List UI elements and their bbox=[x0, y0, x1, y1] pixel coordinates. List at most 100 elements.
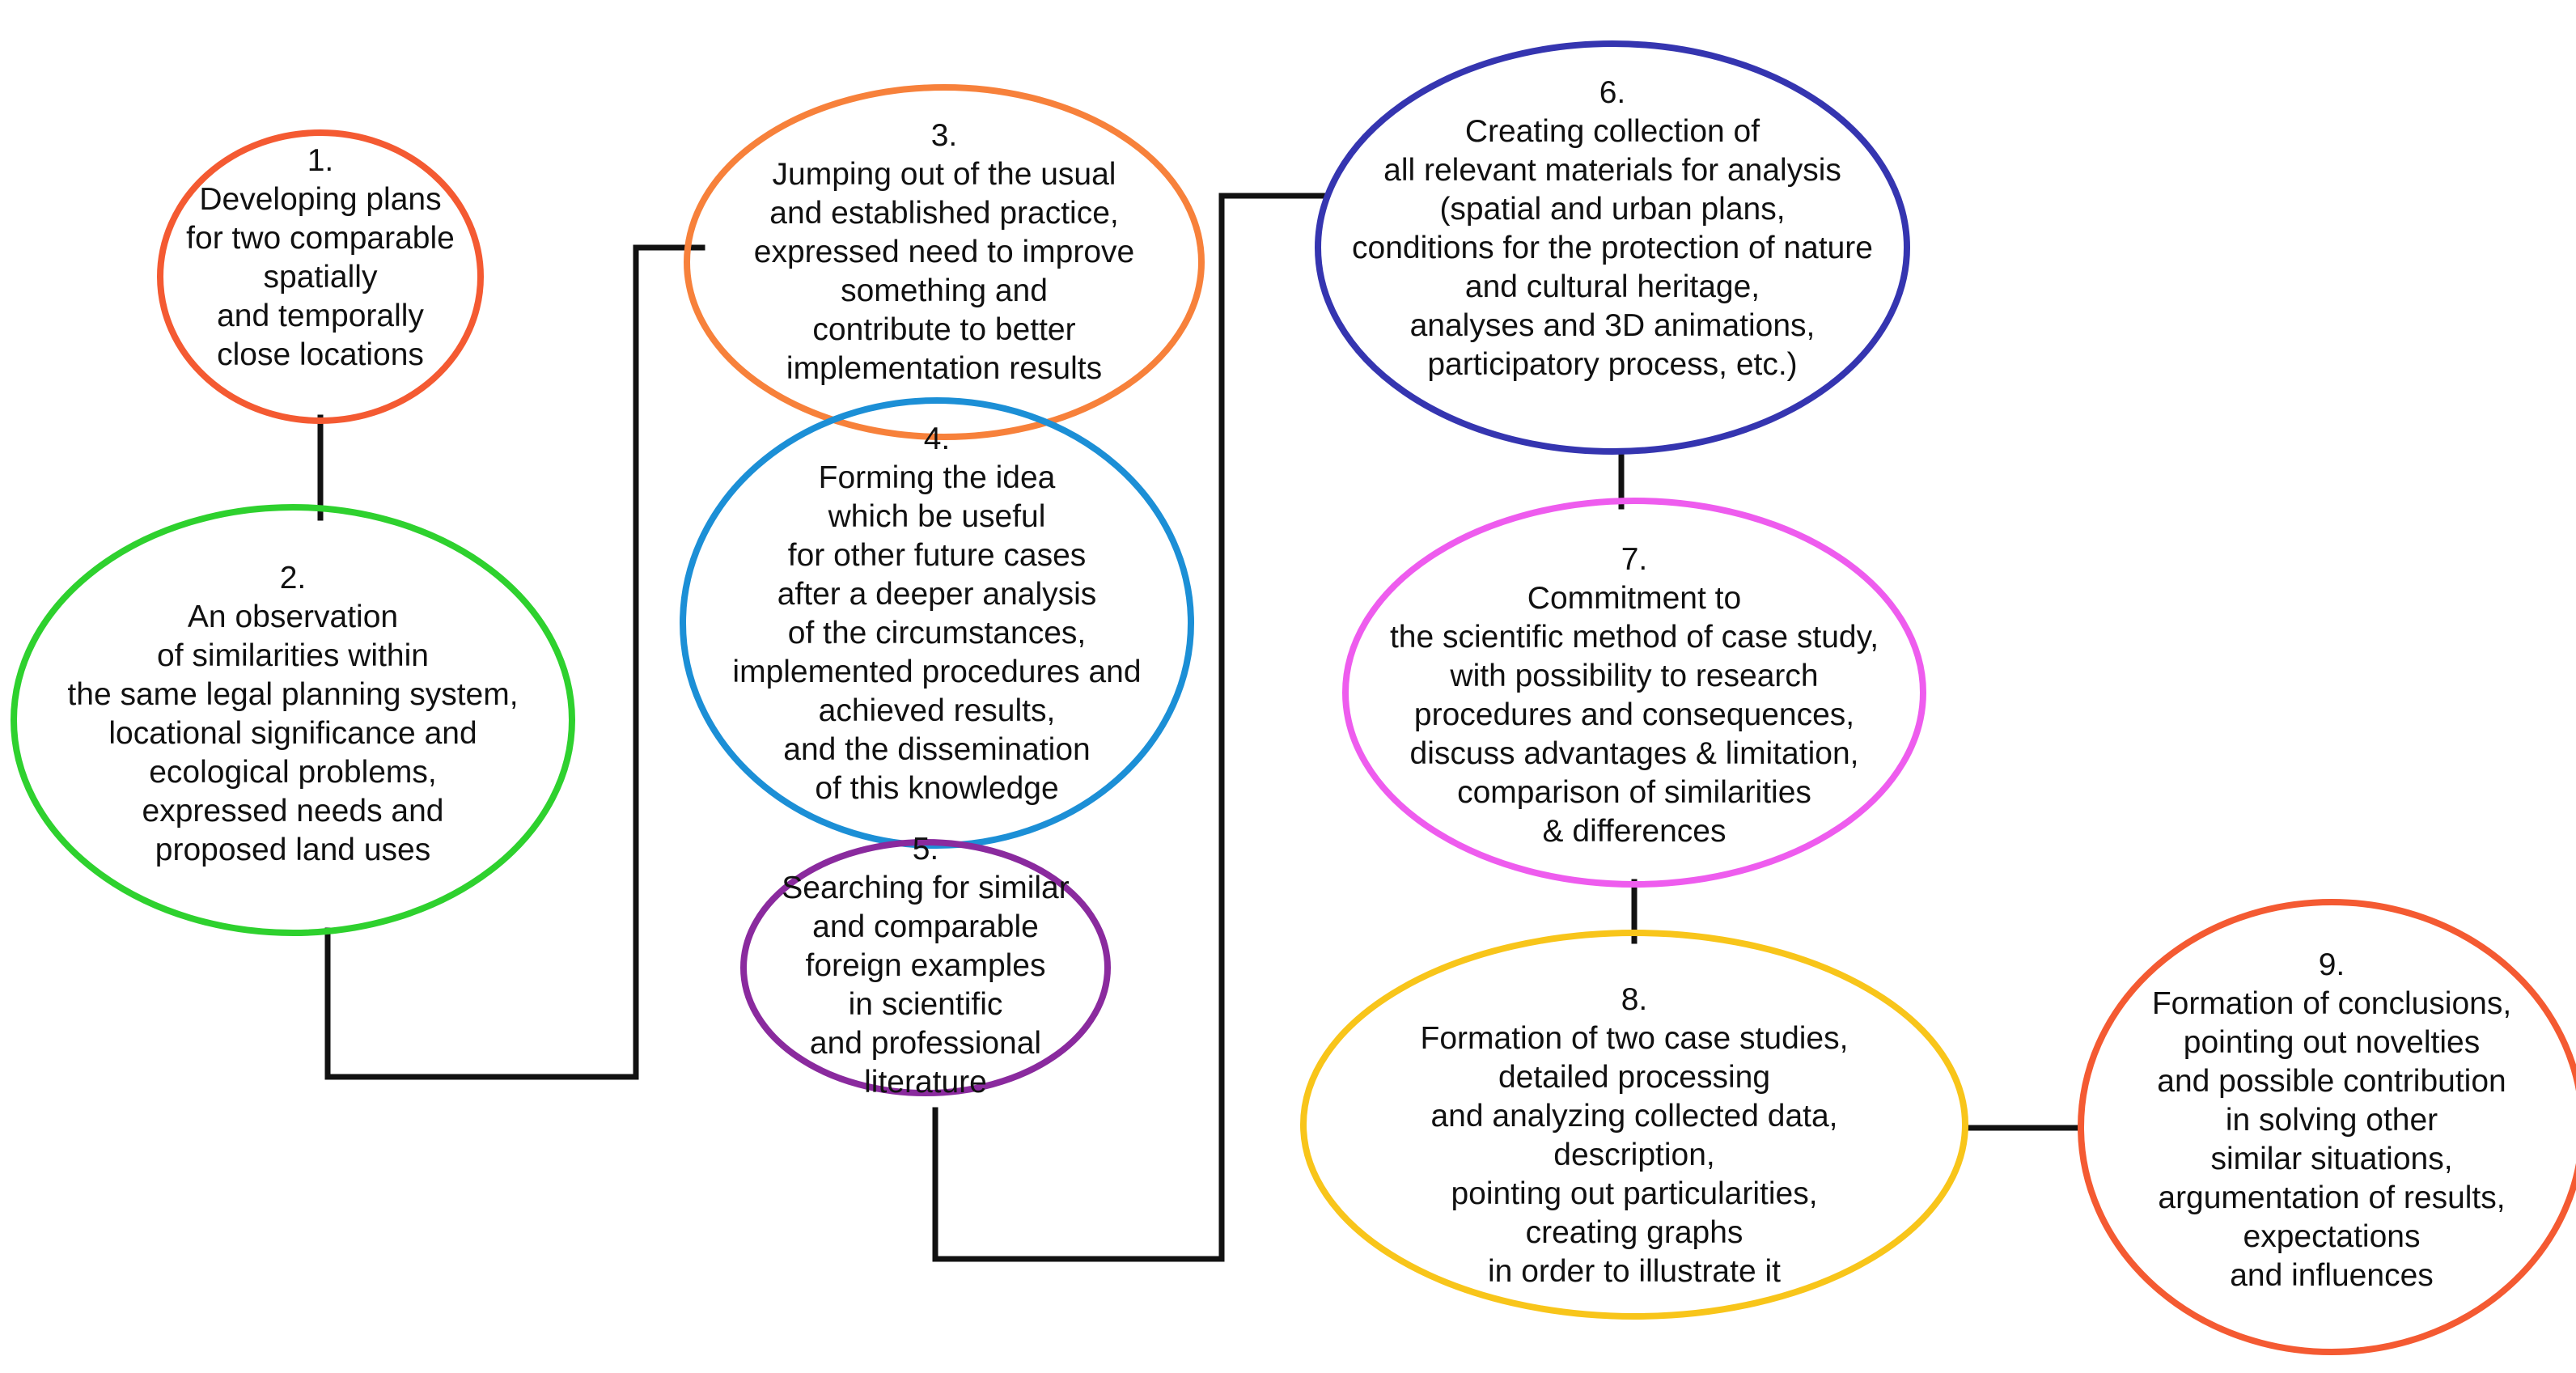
node-4-line: Forming the idea bbox=[819, 460, 1056, 495]
node-9-line: Formation of conclusions, bbox=[2152, 986, 2511, 1021]
node-6-line: analyses and 3D animations, bbox=[1410, 308, 1815, 343]
connectors bbox=[317, 193, 2083, 1262]
node-7-line: procedures and consequences, bbox=[1414, 697, 1854, 732]
node-9-line: pointing out novelties bbox=[2184, 1025, 2480, 1060]
node-9: 9. Formation of conclusions, pointing out … bbox=[2078, 899, 2576, 1355]
node-5-line: foreign examples bbox=[806, 948, 1046, 983]
node-9-label: 9. Formation of conclusions, pointing out … bbox=[2152, 947, 2511, 1293]
node-4-line: for other future cases bbox=[788, 538, 1087, 573]
node-5-line: and comparable bbox=[812, 909, 1039, 944]
node-6-line: (spatial and urban plans, bbox=[1439, 192, 1785, 227]
node-3-line: and established practice, bbox=[769, 196, 1118, 231]
node-4: 4. Forming the idea which be useful for oth… bbox=[680, 397, 1194, 849]
node-5-line: 5. bbox=[913, 832, 939, 867]
node-1: 1. Developing plans for two comparable spat… bbox=[157, 129, 484, 424]
node-3-ellipse bbox=[684, 84, 1205, 440]
node-2-line: An observation bbox=[188, 600, 398, 634]
node-6-line: conditions for the protection of nature bbox=[1352, 231, 1873, 265]
node-5-line: Searching for similar bbox=[782, 871, 1069, 905]
node-4-line: implemented procedures and bbox=[732, 655, 1141, 689]
node-8-line: and analyzing collected data, bbox=[1430, 1099, 1837, 1134]
node-1-label: 1. Developing plans for two comparable spat… bbox=[186, 143, 455, 372]
node-3-line: 3. bbox=[931, 118, 958, 153]
node-6-line: participatory process, etc.) bbox=[1427, 347, 1797, 382]
node-4-line: and the dissemination bbox=[783, 732, 1090, 767]
node-8-label: 8. Formation of two case studies, detailed… bbox=[1421, 982, 1849, 1289]
node-8-ellipse bbox=[1300, 930, 1968, 1320]
node-1-line: 1. bbox=[307, 143, 334, 178]
node-1-line: and temporally bbox=[217, 299, 424, 333]
node-4-line: of the circumstances, bbox=[788, 616, 1086, 650]
node-1-line: Developing plans bbox=[199, 182, 441, 217]
node-2-ellipse bbox=[11, 504, 575, 936]
node-2-line: 2. bbox=[280, 561, 307, 595]
node-2: 2. An observation of similarities within th… bbox=[11, 504, 575, 936]
node-7-label: 7. Commitment to the scientific method of … bbox=[1390, 542, 1879, 849]
node-8-line: creating graphs bbox=[1526, 1215, 1743, 1250]
node-3-line: implementation results bbox=[786, 351, 1102, 386]
node-3-label: 3. Jumping out of the usual and establishe… bbox=[754, 118, 1134, 386]
node-1-line: for two comparable bbox=[186, 221, 455, 256]
node-1-ellipse bbox=[157, 129, 484, 424]
node-8-line: 8. bbox=[1621, 982, 1648, 1017]
connector-5-6 bbox=[932, 193, 1330, 1262]
node-7-line: 7. bbox=[1621, 542, 1648, 577]
node-7-line: & differences bbox=[1543, 814, 1727, 849]
node-8-line: Formation of two case studies, bbox=[1421, 1021, 1849, 1056]
node-5: 5. Searching for similar and comparable for… bbox=[740, 832, 1111, 1100]
node-9-line: argumentation of results, bbox=[2158, 1180, 2505, 1215]
node-9-ellipse bbox=[2078, 899, 2576, 1355]
node-2-line: expressed needs and bbox=[142, 794, 444, 828]
node-8-line: description, bbox=[1553, 1138, 1714, 1172]
node-7-ellipse bbox=[1342, 498, 1926, 888]
node-6-line: all relevant materials for analysis bbox=[1383, 153, 1841, 188]
node-8-line: pointing out particularities, bbox=[1451, 1176, 1817, 1211]
node-2-line: of similarities within bbox=[157, 638, 429, 673]
node-7: 7. Commitment to the scientific method of … bbox=[1342, 498, 1926, 888]
node-8-line: in order to illustrate it bbox=[1488, 1254, 1781, 1289]
node-7-line: discuss advantages & limitation, bbox=[1410, 736, 1859, 771]
node-6-line: and cultural heritage, bbox=[1465, 269, 1760, 304]
node-2-label: 2. An observation of similarities within th… bbox=[67, 561, 518, 867]
node-7-line: the scientific method of case study, bbox=[1390, 620, 1879, 655]
node-3-line: something and bbox=[841, 273, 1048, 308]
node-5-line: literature bbox=[864, 1065, 987, 1100]
node-4-line: achieved results, bbox=[819, 693, 1056, 728]
connector-2-3 bbox=[324, 244, 705, 1080]
node-7-line: Commitment to bbox=[1527, 581, 1741, 616]
node-8: 8. Formation of two case studies, detailed… bbox=[1300, 930, 1968, 1320]
node-6-ellipse bbox=[1315, 40, 1910, 455]
node-2-line: proposed land uses bbox=[155, 833, 430, 867]
node-4-label: 4. Forming the idea which be useful for oth… bbox=[732, 422, 1141, 806]
node-3-line: expressed need to improve bbox=[754, 235, 1134, 269]
node-2-line: ecological problems, bbox=[149, 755, 437, 790]
node-9-line: 9. bbox=[2319, 947, 2345, 982]
node-2-line: locational significance and bbox=[108, 716, 477, 751]
node-7-line: comparison of similarities bbox=[1457, 775, 1811, 810]
node-9-line: in solving other bbox=[2226, 1103, 2438, 1138]
node-3: 3. Jumping out of the usual and establishe… bbox=[684, 84, 1205, 440]
node-1-line: close locations bbox=[217, 337, 424, 372]
node-9-line: and influences bbox=[2230, 1258, 2434, 1293]
node-5-label: 5. Searching for similar and comparable for… bbox=[782, 832, 1069, 1100]
node-8-line: detailed processing bbox=[1498, 1060, 1770, 1095]
node-5-line: and professional bbox=[810, 1026, 1041, 1061]
node-9-line: expectations bbox=[2243, 1219, 2421, 1254]
node-5-line: in scientific bbox=[849, 987, 1003, 1022]
node-3-line: Jumping out of the usual bbox=[773, 157, 1116, 192]
node-6-label: 6. Creating collection of all relevant mat… bbox=[1352, 75, 1873, 382]
node-4-line: after a deeper analysis bbox=[777, 577, 1097, 612]
node-4-line: of this knowledge bbox=[815, 771, 1058, 806]
node-5-ellipse bbox=[740, 839, 1111, 1096]
node-4-line: 4. bbox=[924, 422, 951, 456]
node-3-line: contribute to better bbox=[812, 312, 1075, 347]
node-9-line: similar situations, bbox=[2210, 1142, 2452, 1176]
node-6-line: 6. bbox=[1599, 75, 1626, 110]
node-6-line: Creating collection of bbox=[1465, 114, 1760, 149]
node-4-line: which be useful bbox=[828, 499, 1046, 534]
node-9-line: and possible contribution bbox=[2157, 1064, 2506, 1099]
node-2-line: the same legal planning system, bbox=[67, 677, 518, 712]
node-6: 6. Creating collection of all relevant mat… bbox=[1315, 40, 1910, 455]
node-1-line: spatially bbox=[264, 260, 378, 295]
